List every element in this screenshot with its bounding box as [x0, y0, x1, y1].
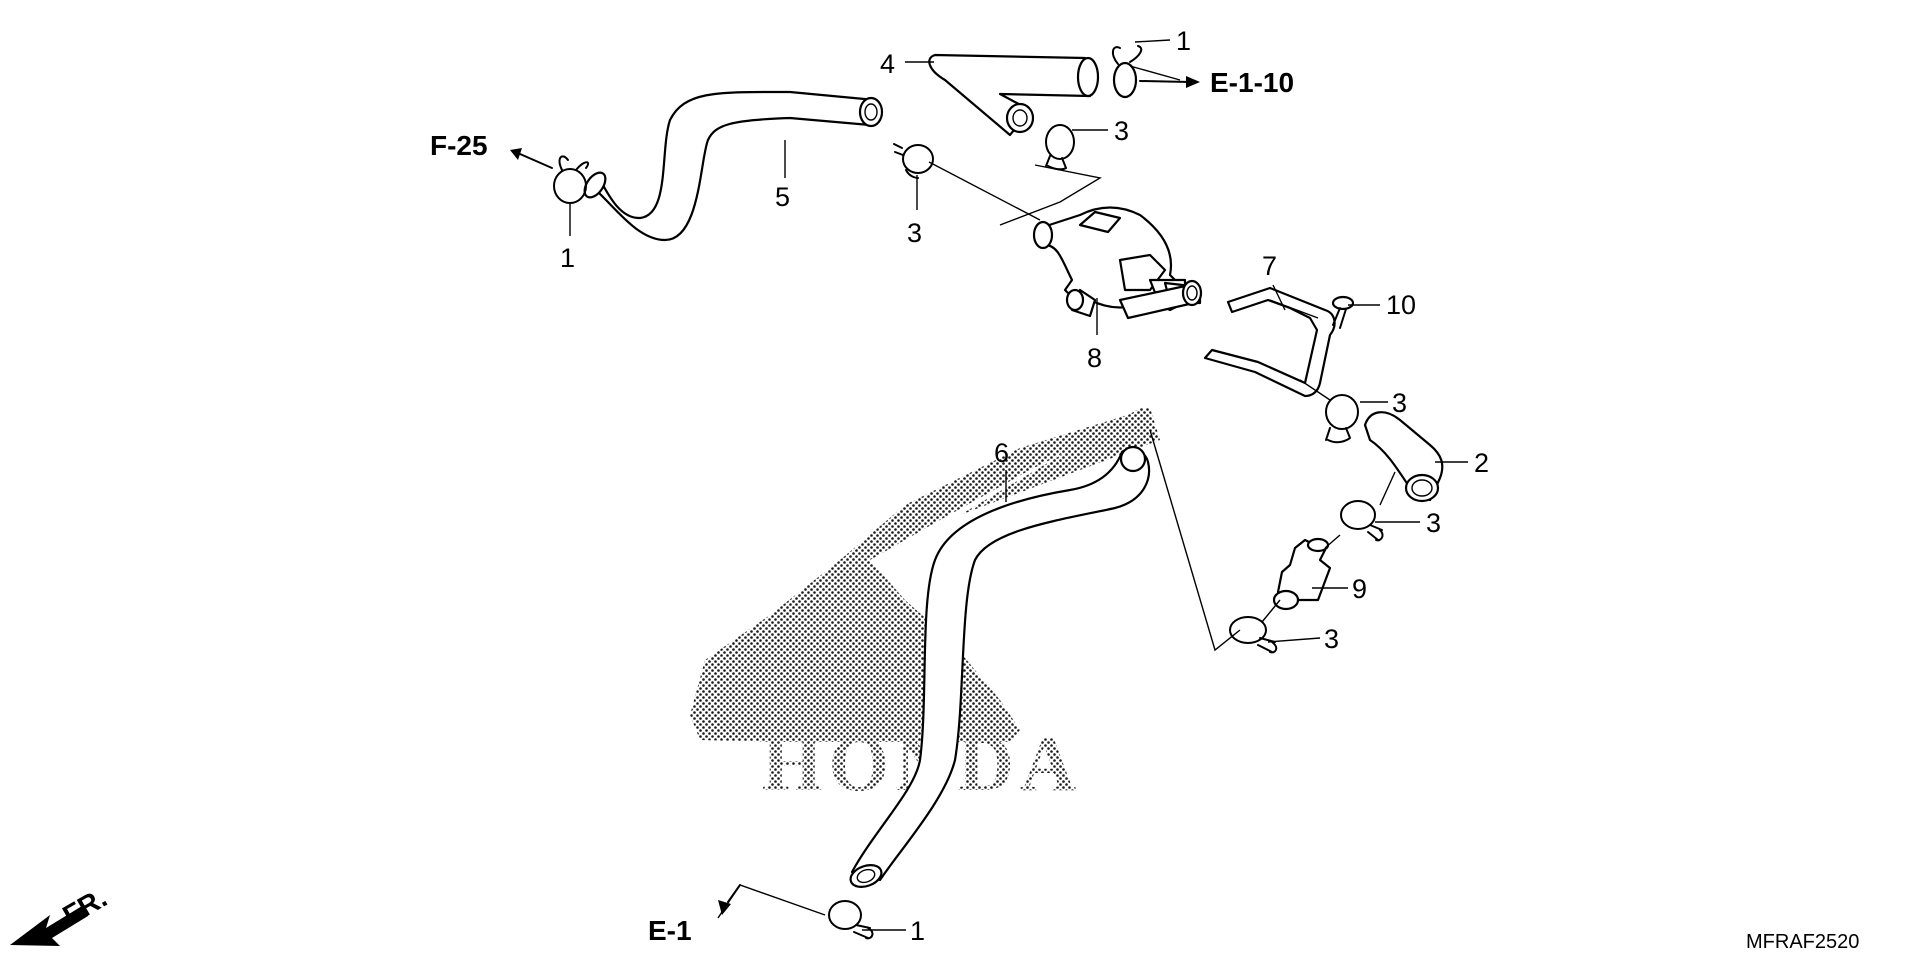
- clamp-1-left: [553, 155, 590, 204]
- callout-3-elbow-bottom: 3: [1426, 508, 1441, 538]
- front-arrow: FR.: [10, 882, 112, 946]
- hose-4: [928, 53, 1100, 137]
- callout-3-hose4: 3: [1114, 116, 1129, 146]
- reference-labels: E-1-10 F-25 E-1: [430, 67, 1294, 946]
- air-injection-valve-8: [1032, 206, 1203, 320]
- ref-f-25: F-25: [430, 130, 488, 161]
- elbow-2: [1363, 411, 1444, 503]
- pipe-7: [1203, 286, 1336, 398]
- callout-4: 4: [880, 49, 895, 79]
- ref-arrows: [510, 76, 1200, 915]
- callout-3-valve: 3: [907, 218, 922, 248]
- bolt-10: [1331, 295, 1355, 329]
- callout-10: 10: [1386, 290, 1416, 320]
- callout-8: 8: [1087, 343, 1102, 373]
- clamp-3-valve: [893, 143, 934, 179]
- clamp-1-top: [1112, 45, 1143, 99]
- joint-9: [1272, 537, 1332, 611]
- callout-9: 9: [1352, 574, 1367, 604]
- callout-6: 6: [994, 438, 1009, 468]
- clamp-3-joint-bottom: [1229, 616, 1278, 654]
- ref-e-1-10: E-1-10: [1210, 67, 1294, 98]
- clamp-3-elbow-top: [1325, 394, 1359, 444]
- callout-3-joint-bottom: 3: [1324, 624, 1339, 654]
- callout-numbers: 1 4 3 5 3 1 8 7 10 3 2 3 9 3 6 1: [560, 26, 1489, 946]
- callout-1-bottom: 1: [910, 916, 925, 946]
- clamp-3-elbow-bottom: [1340, 500, 1384, 542]
- callout-leaders: [569, 39, 1468, 931]
- callout-1-left: 1: [560, 243, 575, 273]
- callout-7: 7: [1262, 251, 1277, 281]
- callout-5: 5: [775, 182, 790, 212]
- callout-2: 2: [1474, 448, 1489, 478]
- hose-6: [849, 445, 1151, 888]
- clamp-1-bottom: [828, 900, 874, 940]
- diagram-code: MFRAF2520: [1746, 931, 1859, 953]
- hose-5: [583, 90, 884, 242]
- ref-e-1: E-1: [648, 915, 692, 946]
- leader-lines: [717, 65, 1396, 919]
- clamp-3-hose4: [1045, 124, 1075, 171]
- callout-3-elbow-top: 3: [1392, 388, 1407, 418]
- callout-1-top: 1: [1176, 26, 1191, 56]
